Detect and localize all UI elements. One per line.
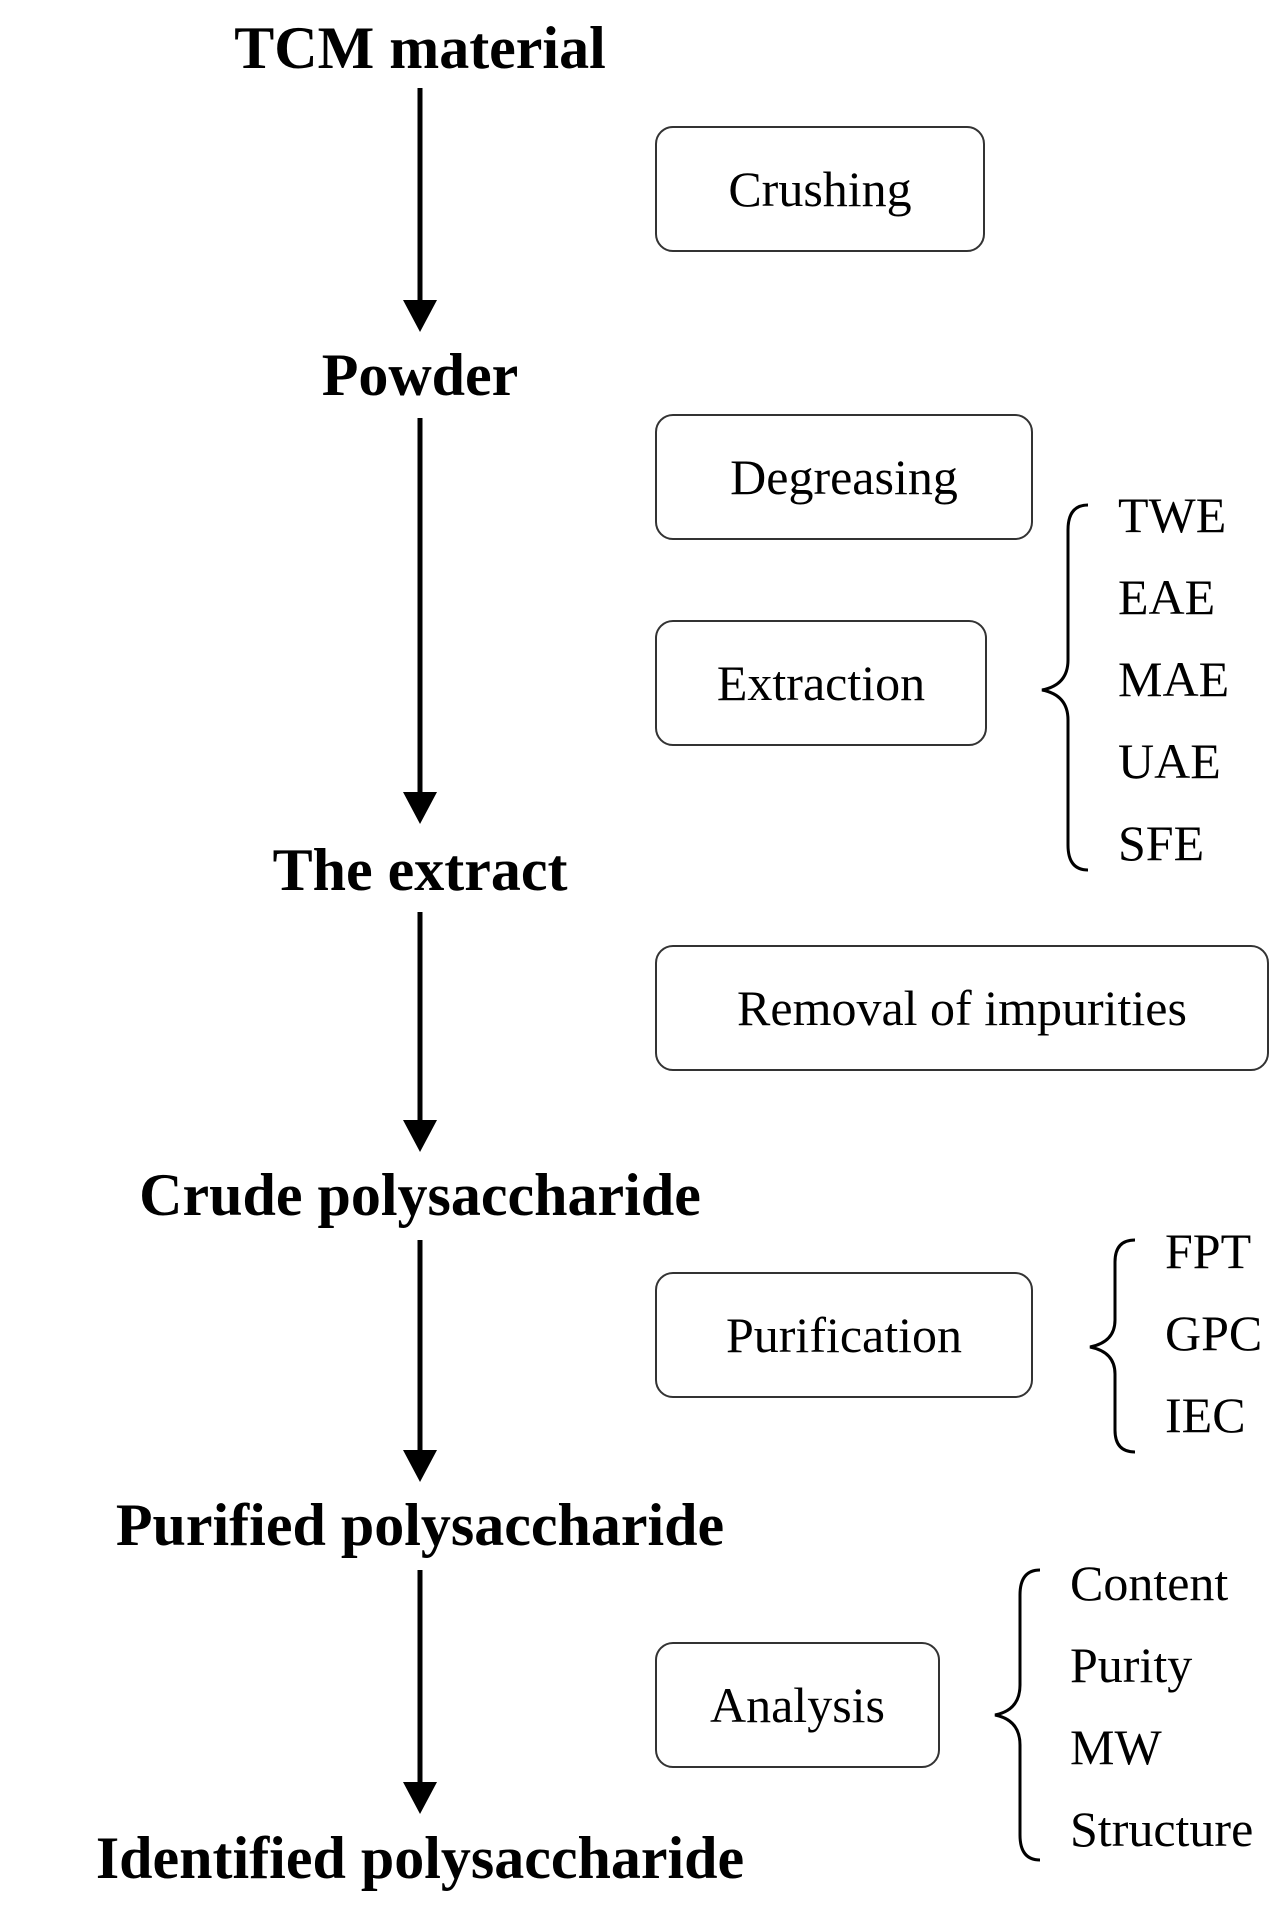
method-content: Content xyxy=(1070,1555,1229,1611)
flow-arrow-2 xyxy=(403,418,437,824)
method-iec: IEC xyxy=(1165,1387,1246,1443)
method-uae: UAE xyxy=(1118,733,1221,789)
stage-crude-polysaccharide: Crude polysaccharide xyxy=(139,1162,701,1228)
stage-extract: The extract xyxy=(272,837,568,903)
purification-brace xyxy=(1089,1238,1136,1454)
flow-arrow-3 xyxy=(403,912,437,1152)
flow-arrow-4 xyxy=(403,1240,437,1482)
stage-identified-polysaccharide: Identified polysaccharide xyxy=(95,1825,745,1891)
method-gpc: GPC xyxy=(1165,1305,1263,1361)
analysis-brace xyxy=(994,1568,1041,1862)
step-removal-of-impurities: Removal of impurities xyxy=(655,945,1269,1071)
stage-tcm-material: TCM material xyxy=(234,15,606,81)
step-degreasing: Degreasing xyxy=(655,414,1033,540)
stage-powder: Powder xyxy=(321,342,519,408)
extraction-brace xyxy=(1041,503,1089,872)
flow-arrow-5 xyxy=(403,1570,437,1814)
method-twe: TWE xyxy=(1118,487,1227,543)
method-eae: EAE xyxy=(1118,569,1216,625)
step-purification: Purification xyxy=(655,1272,1033,1398)
flow-arrow-1 xyxy=(403,88,437,332)
method-purity: Purity xyxy=(1070,1637,1193,1693)
method-fpt: FPT xyxy=(1165,1223,1252,1279)
stage-purified-polysaccharide: Purified polysaccharide xyxy=(115,1492,725,1558)
method-mae: MAE xyxy=(1118,651,1230,707)
method-structure: Structure xyxy=(1070,1801,1254,1857)
method-mw: MW xyxy=(1070,1719,1162,1775)
step-crushing: Crushing xyxy=(655,126,985,252)
step-extraction: Extraction xyxy=(655,620,987,746)
step-analysis: Analysis xyxy=(655,1642,940,1768)
method-sfe: SFE xyxy=(1118,815,1205,871)
